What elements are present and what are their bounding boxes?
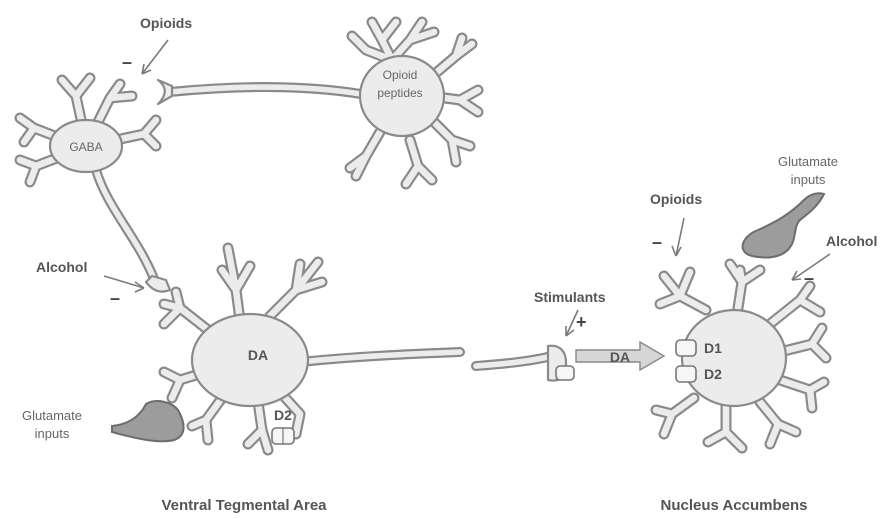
glutamate-input-right: Glutamate inputs [743,154,838,258]
d2-left-label: D2 [274,407,292,423]
opioids-right-label: Opioids [650,191,702,207]
opioids-top-label: Opioids [140,15,192,31]
glutamate-left-label-line2: inputs [35,426,70,441]
glutamate-right-label-line2: inputs [791,172,826,187]
opioids-right-sign: – [652,232,662,252]
d1-label: D1 [704,340,722,356]
alcohol-left-annotation: Alcohol – [36,259,144,308]
alcohol-left-label: Alcohol [36,259,87,275]
gaba-neuron-axon-fill [96,170,156,284]
stimulants-sign: + [576,312,587,332]
opioids-top-annotation: Opioids – [122,15,192,74]
nac-caption: Nucleus Accumbens [661,497,808,514]
opioids-top-sign: – [122,52,132,72]
stimulants-annotation: Stimulants + [534,289,606,336]
alcohol-right-sign: – [804,268,814,288]
opioids-right-annotation: Opioids – [650,191,702,256]
d1-receptor [676,340,696,356]
presynaptic-receptor [556,366,574,380]
opioid-neuron-terminal [158,80,172,104]
da-neuron: DA D2 [164,248,574,450]
nac-neuron: D1 D2 [656,264,826,448]
glutamate-right-label-line1: Glutamate [778,154,838,169]
vta-caption: Ventral Tegmental Area [161,497,327,514]
d2-receptor [676,366,696,382]
opioid-peptide-neuron: Opioid peptides [158,22,478,184]
alcohol-left-sign: – [110,288,120,308]
da-release-label: DA [610,349,630,365]
glutamate-input-left: Glutamate inputs [22,401,184,441]
opioids-top-arrow [142,40,168,74]
da-release-arrow: DA [576,342,664,370]
da-cell-label: DA [248,347,268,363]
gaba-label: GABA [69,140,102,154]
stimulants-label: Stimulants [534,289,606,305]
alcohol-right-label: Alcohol [826,233,877,249]
d2-right-label: D2 [704,366,722,382]
glutamate-left-label-line1: Glutamate [22,408,82,423]
d2-autoreceptor [272,428,294,444]
opioid-peptides-label-line2: peptides [377,86,422,100]
alcohol-left-arrow [104,276,144,288]
gaba-neuron-terminal [146,276,170,292]
opioid-peptides-label-line1: Opioid [383,68,418,82]
alcohol-right-annotation: Alcohol – [792,233,877,288]
nac-neuron-soma [682,310,786,406]
